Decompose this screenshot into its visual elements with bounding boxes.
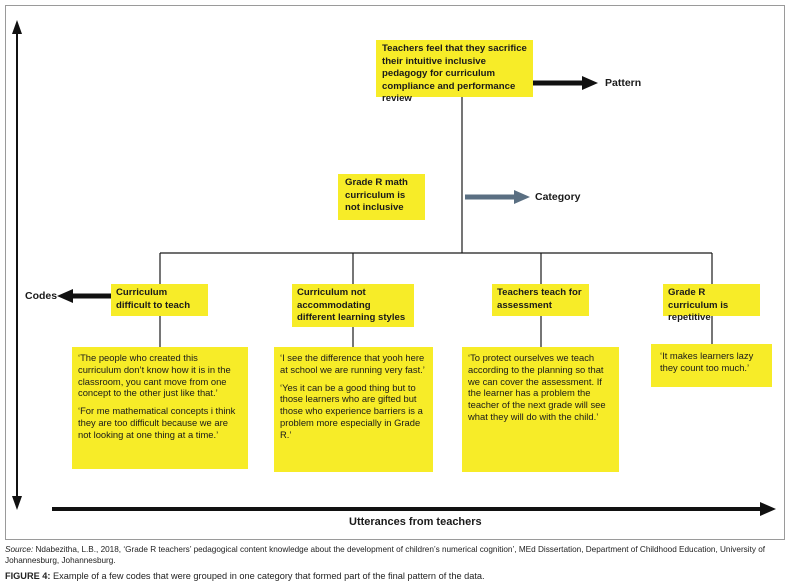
source-prefix: Source:	[5, 545, 34, 554]
quote-box-learning-styles: ‘I see the difference that yooh here at …	[274, 347, 433, 472]
connector-lines	[12, 20, 776, 516]
code-title: Grade R curriculum is repetitive	[668, 287, 729, 323]
quote-box-curriculum-difficult: ‘The people who created this curriculum …	[72, 347, 248, 469]
category-box: Grade R math curriculum is not inclusive	[338, 174, 425, 220]
utterance-quote: ‘It makes learners lazy they count too m…	[660, 350, 754, 373]
caption-text: Example of a few codes that were grouped…	[50, 571, 485, 581]
code-title: Curriculum difficult to teach	[116, 287, 191, 311]
figure-caption: FIGURE 4: Example of a few codes that we…	[5, 571, 790, 581]
category-text: Grade R math curriculum is not inclusive	[345, 177, 408, 213]
quote-box-repetitive: ‘It makes learners lazy they count too m…	[651, 344, 772, 387]
pattern-arrow	[533, 76, 598, 90]
utterance-quote: ‘The people who created this curriculum …	[78, 352, 231, 399]
utterance-quote: ‘I see the difference that yooh here at …	[280, 352, 425, 375]
caption-prefix: FIGURE 4:	[5, 571, 51, 581]
source-note: Source: Ndabezitha, L.B., 2018, ‘Grade R…	[5, 545, 790, 566]
vertical-axis-arrow	[12, 20, 22, 510]
tree-connectors	[159, 97, 713, 347]
quote-box-teach-assessment: ‘To protect ourselves we teach according…	[462, 347, 619, 472]
code-title: Teachers teach for assessment	[497, 287, 582, 311]
pattern-box: Teachers feel that they sacrifice their …	[376, 40, 533, 104]
pattern-label: Pattern	[605, 77, 642, 89]
code-box-learning-styles: Curriculum not accommodating different l…	[292, 284, 414, 327]
category-label: Category	[535, 191, 581, 203]
pattern-text: Teachers feel that they sacrifice their …	[382, 43, 527, 104]
utterance-quote: ‘Yes it can be a good thing but to those…	[280, 381, 423, 440]
figure-frame	[5, 5, 785, 540]
code-box-teach-assessment: Teachers teach for assessment	[492, 284, 589, 316]
source-text: Ndabezitha, L.B., 2018, ‘Grade R teacher…	[5, 545, 766, 565]
utterance-quote: ‘For me mathematical concepts i think th…	[78, 405, 236, 440]
code-title: Curriculum not accommodating different l…	[297, 287, 406, 323]
utterances-label: Utterances from teachers	[349, 516, 482, 528]
utterance-quote: ‘To protect ourselves we teach according…	[468, 352, 606, 422]
codes-arrow	[57, 289, 111, 303]
category-arrow	[465, 190, 530, 204]
code-box-repetitive: Grade R curriculum is repetitive	[663, 284, 760, 323]
code-box-curriculum-difficult: Curriculum difficult to teach	[111, 284, 208, 316]
codes-label: Codes	[25, 290, 58, 302]
horizontal-axis-arrow	[52, 502, 776, 516]
